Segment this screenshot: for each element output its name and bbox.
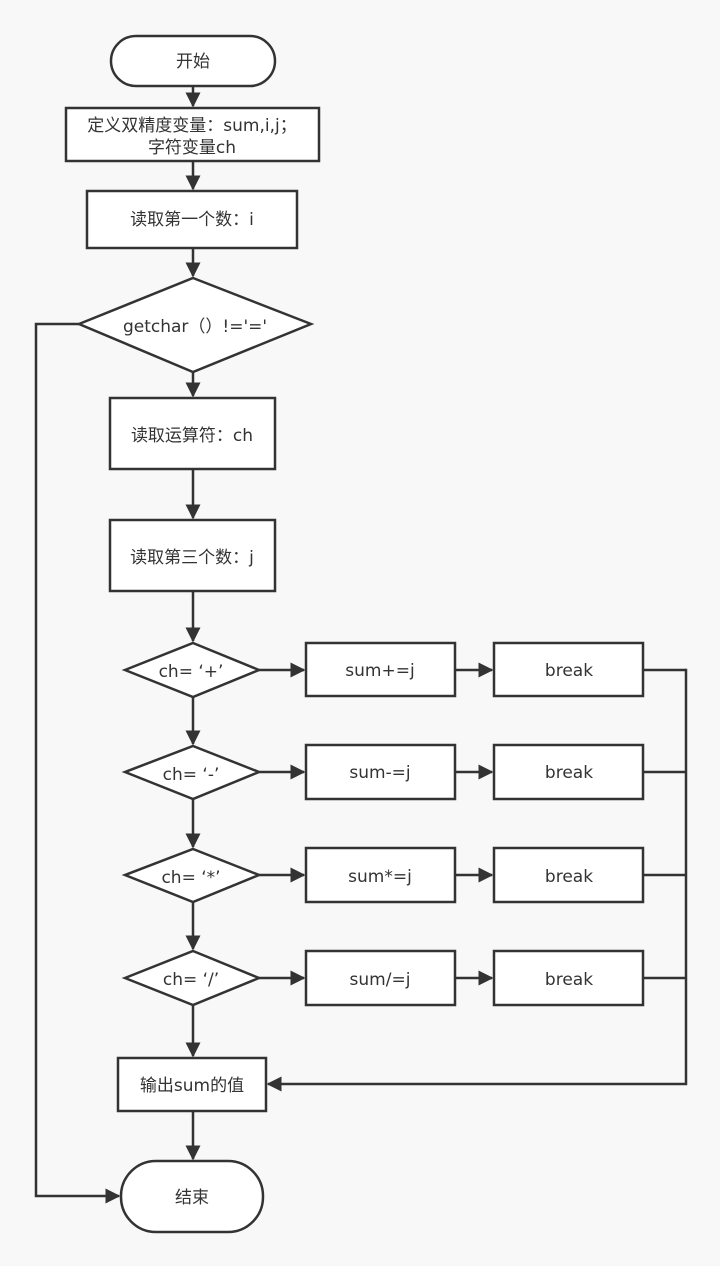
op-minus-node: sum-=j (304, 743, 457, 801)
cond-minus-label: ch= ‘-’ (163, 765, 220, 785)
op-plus-label: sum+=j (345, 661, 414, 681)
cond-div-label: ch= ‘/’ (163, 970, 219, 990)
break-plus-label: break (545, 661, 593, 681)
break-div-node: break (492, 949, 645, 1007)
op-plus-node: sum+=j (304, 641, 457, 698)
end-label: 结束 (175, 1188, 209, 1208)
declare-node: 定义双精度变量：sum,i,j； 字符变量ch (64, 106, 321, 163)
cond-minus-node: ch= ‘-’ (121, 744, 263, 801)
break-minus-node: break (492, 743, 645, 801)
op-mul-node: sum*=j (304, 846, 457, 904)
loop-condition-node: getchar（）!='=' (75, 276, 315, 374)
break-mul-label: break (545, 867, 593, 887)
cond-plus-node: ch= ‘+’ (121, 641, 263, 699)
op-div-node: sum/=j (304, 949, 457, 1007)
start-label: 开始 (176, 52, 210, 72)
read-first-label: 读取第一个数：i (130, 210, 254, 230)
end-node: 结束 (119, 1159, 265, 1234)
output-node: 输出sum的值 (116, 1056, 268, 1113)
read-op-label: 读取运算符：ch (131, 426, 253, 446)
output-label: 输出sum的值 (140, 1076, 244, 1096)
start-node: 开始 (109, 34, 277, 88)
op-minus-label: sum-=j (349, 763, 410, 783)
cond-plus-label: ch= ‘+’ (159, 662, 224, 682)
edge-loop-false-to-end (34, 322, 121, 1204)
declare-label-line2: 字符变量ch (148, 138, 236, 158)
break-mul-node: break (492, 846, 645, 904)
cond-div-node: ch= ‘/’ (121, 949, 263, 1007)
cond-mul-node: ch= ‘*’ (121, 847, 263, 904)
read-third-label: 读取第三个数：j (130, 548, 254, 568)
edges (34, 86, 688, 1204)
declare-label-line1: 定义双精度变量：sum,i,j； (87, 116, 296, 136)
op-mul-label: sum*=j (348, 867, 412, 887)
break-div-label: break (545, 970, 593, 990)
break-minus-label: break (545, 763, 593, 783)
break-plus-node: break (492, 641, 645, 698)
read-third-node: 读取第三个数：j (108, 518, 277, 593)
op-div-label: sum/=j (350, 970, 411, 990)
loop-condition-label: getchar（）!='=' (123, 317, 267, 337)
read-op-node: 读取运算符：ch (108, 396, 277, 471)
edge-bus-to-output (266, 668, 688, 1092)
cond-mul-label: ch= ‘*’ (161, 868, 220, 888)
read-first-node: 读取第一个数：i (85, 189, 299, 250)
